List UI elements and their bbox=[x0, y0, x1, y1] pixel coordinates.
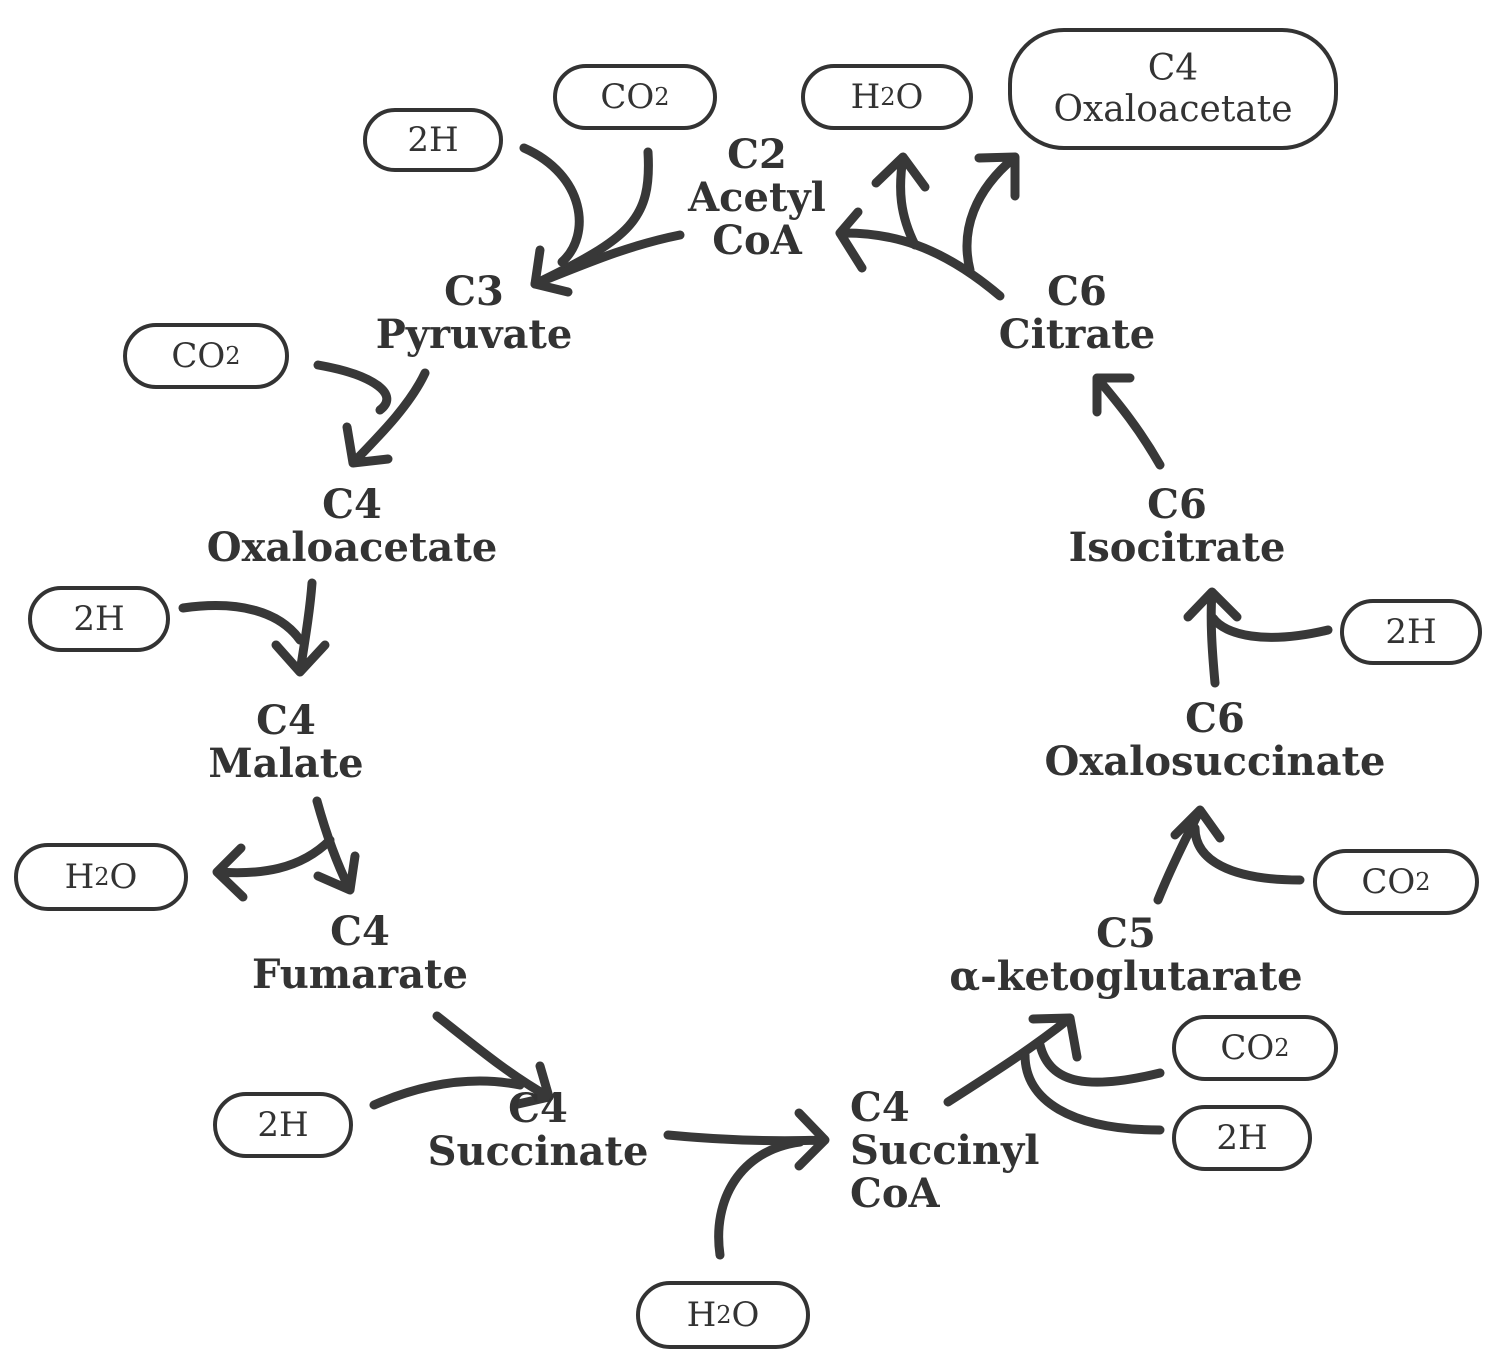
succinyl-coa-name-line2: CoA bbox=[850, 1170, 940, 1217]
arrow-branch-to-h2o bbox=[871, 152, 930, 250]
arrow-isocitrate-to-citrate bbox=[1092, 373, 1165, 470]
h2o-pre: H bbox=[850, 77, 881, 117]
arrow-succinyl-coa-to-ketoglutarate bbox=[943, 1013, 1082, 1107]
ketoglutarate-carbons: C5 bbox=[1096, 910, 1156, 957]
citrate-name: Citrate bbox=[998, 311, 1156, 358]
node-ketoglutarate: C5 α-ketoglutarate bbox=[949, 912, 1302, 998]
molecule-2h: 2H bbox=[213, 1092, 353, 1158]
arrow-2h-into-ketoglutarate bbox=[1020, 1050, 1165, 1135]
product-oxaloacetate-carbons: C4 bbox=[1147, 48, 1199, 89]
h2o-post: O bbox=[895, 77, 924, 117]
arrow-oxalosuccinate-to-isocitrate bbox=[1183, 587, 1242, 688]
node-oxaloacetate: C4 Oxaloacetate bbox=[207, 483, 498, 569]
arrow-2h-into-isocitrate bbox=[1208, 613, 1333, 642]
arrow-pyruvate-to-oxaloacetate bbox=[342, 368, 430, 468]
arrow-co2-into-oxalosuccinate bbox=[1190, 823, 1305, 885]
malate-name: Malate bbox=[208, 740, 364, 787]
arrow-co2-into-oxaloacetate bbox=[313, 360, 392, 415]
isocitrate-carbons: C6 bbox=[1147, 481, 1207, 528]
arrow-fumarate-to-succinate bbox=[432, 1011, 554, 1109]
h2o-pre: H bbox=[64, 857, 95, 897]
pyruvate-carbons: C3 bbox=[444, 268, 504, 315]
co2-main: CO bbox=[1220, 1028, 1275, 1068]
co2-main: CO bbox=[171, 336, 226, 376]
succinyl-coa-name-line1: Succinyl bbox=[850, 1127, 1040, 1174]
node-fumarate: C4 Fumarate bbox=[252, 910, 468, 996]
molecule-2h-label: 2H bbox=[1385, 612, 1437, 652]
molecule-2h-label: 2H bbox=[73, 599, 125, 639]
node-acetyl-coa: C2 Acetyl CoA bbox=[688, 133, 826, 262]
oxalosuccinate-name: Oxalosuccinate bbox=[1044, 738, 1386, 785]
acetyl-coa-name-line2: CoA bbox=[712, 217, 802, 264]
acetyl-coa-carbons: C2 bbox=[727, 131, 787, 178]
product-oxaloacetate-name: Oxaloacetate bbox=[1053, 89, 1293, 130]
oxaloacetate-carbons: C4 bbox=[322, 481, 382, 528]
succinate-name: Succinate bbox=[427, 1128, 649, 1175]
molecule-2h: 2H bbox=[1172, 1105, 1312, 1171]
arrow-2h-into-malate bbox=[178, 601, 305, 645]
node-oxalosuccinate: C6 Oxalosuccinate bbox=[1045, 697, 1386, 783]
arrow-co2-into-ketoglutarate bbox=[1035, 1040, 1165, 1087]
arrow-malate-to-h2o bbox=[212, 835, 335, 902]
h2o-pre: H bbox=[686, 1295, 717, 1335]
malate-carbons: C4 bbox=[256, 697, 316, 744]
fumarate-name: Fumarate bbox=[252, 951, 468, 998]
molecule-2h-label: 2H bbox=[1216, 1118, 1268, 1158]
molecule-2h: 2H bbox=[1340, 599, 1482, 665]
h2o-post: O bbox=[731, 1295, 760, 1335]
product-oxaloacetate: C4 Oxaloacetate bbox=[1008, 28, 1338, 150]
arrow-h2o-into-succinyl-coa bbox=[714, 1137, 805, 1260]
acetyl-coa-name-line1: Acetyl bbox=[688, 174, 826, 221]
arrow-branch-to-oxaloacetate-product bbox=[962, 152, 1020, 275]
citrate-carbons: C6 bbox=[1047, 268, 1107, 315]
succinyl-coa-carbons: C4 bbox=[850, 1084, 910, 1131]
arrow-citrate-to-acetyl-coa bbox=[835, 207, 1005, 301]
arrow-succinate-to-succinyl-coa bbox=[663, 1108, 830, 1171]
molecule-2h: 2H bbox=[363, 108, 503, 172]
arrow-acetyl-coa-to-pyruvate bbox=[530, 230, 685, 297]
fumarate-carbons: C4 bbox=[330, 908, 390, 955]
pyruvate-name: Pyruvate bbox=[375, 311, 573, 358]
co2-main: CO bbox=[1361, 862, 1416, 902]
node-succinate: C4 Succinate bbox=[428, 1087, 649, 1173]
succinate-carbons: C4 bbox=[508, 1085, 568, 1132]
isocitrate-name: Isocitrate bbox=[1068, 524, 1286, 571]
node-succinyl-coa: C4 Succinyl CoA bbox=[850, 1086, 1039, 1215]
molecule-2h-label: 2H bbox=[407, 120, 459, 160]
node-isocitrate: C6 Isocitrate bbox=[1069, 483, 1286, 569]
ketoglutarate-name: α-ketoglutarate bbox=[949, 953, 1303, 1000]
h2o-post: O bbox=[109, 857, 138, 897]
arrow-ketoglutarate-to-oxalosuccinate bbox=[1153, 805, 1225, 905]
molecule-2h-label: 2H bbox=[257, 1105, 309, 1145]
arrow-2h-into-succinate bbox=[369, 1076, 525, 1110]
arrow-oxaloacetate-to-malate bbox=[271, 578, 330, 677]
arrow-2h-into-pyruvate bbox=[519, 143, 584, 267]
node-citrate: C6 Citrate bbox=[999, 270, 1155, 356]
node-malate: C4 Malate bbox=[208, 699, 363, 785]
molecule-2h: 2H bbox=[28, 586, 170, 652]
node-pyruvate: C3 Pyruvate bbox=[376, 270, 573, 356]
co2-main: CO bbox=[600, 77, 655, 117]
oxaloacetate-name: Oxaloacetate bbox=[206, 524, 498, 571]
oxalosuccinate-carbons: C6 bbox=[1185, 695, 1245, 742]
